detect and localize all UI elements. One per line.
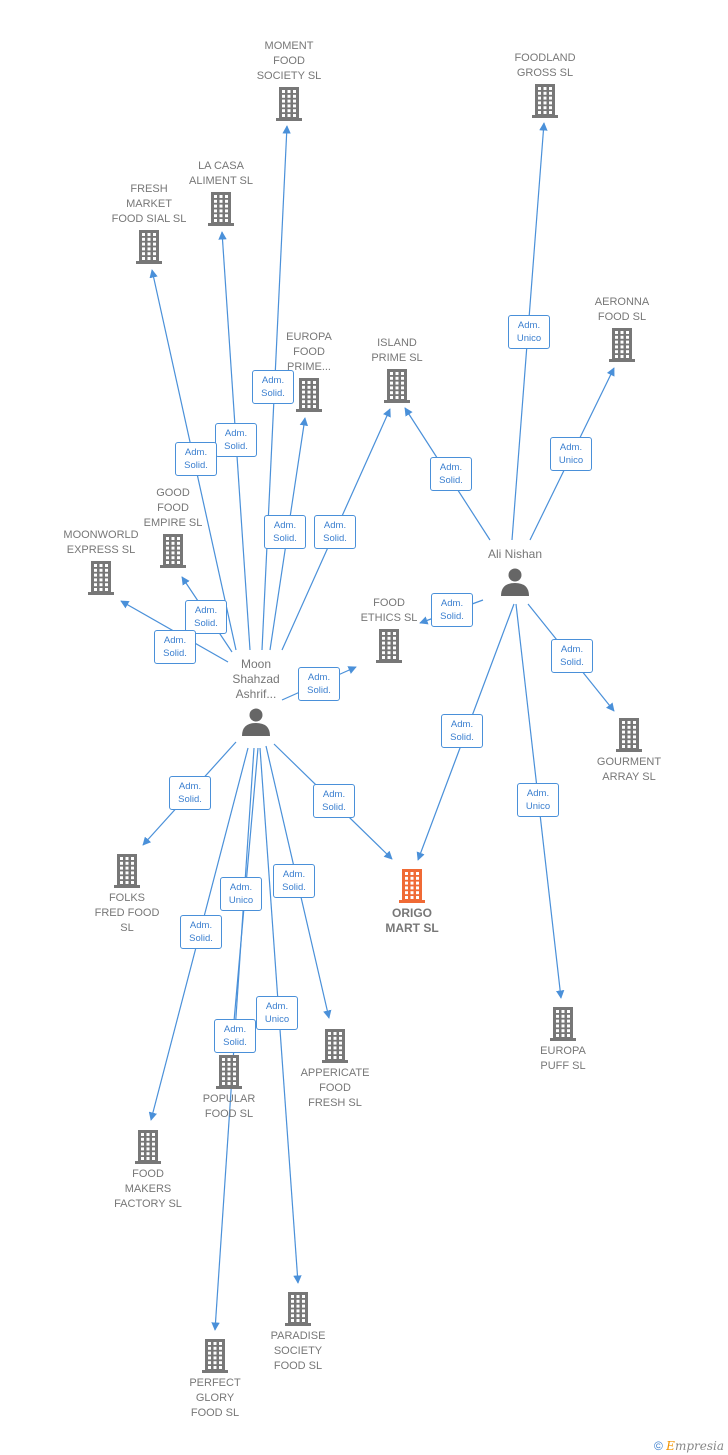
edge-label-moon-to-paradise: Adm. Unico: [256, 996, 298, 1030]
edge-label-moon-to-island: Adm. Solid.: [314, 515, 356, 549]
building-icon-europapuff: [550, 1007, 576, 1041]
footer-brand: © Empresia: [654, 1439, 724, 1453]
edge-label-moon-to-fresh: Adm. Solid.: [175, 442, 217, 476]
edge-label-ali-to-europapuff: Adm. Unico: [517, 783, 559, 817]
building-icon-appericate: [322, 1029, 348, 1063]
brand-logo-initial: E: [666, 1439, 675, 1453]
node-label-foodmakers[interactable]: FOOD MAKERS FACTORY SL: [114, 1168, 182, 1210]
edges-layer: [120, 122, 615, 1331]
building-icon-gourment: [616, 718, 642, 752]
node-label-aeronna[interactable]: AERONNA FOOD SL: [594, 296, 650, 323]
node-label-europapuff[interactable]: EUROPA PUFF SL: [540, 1045, 586, 1072]
building-icon-popular: [216, 1055, 242, 1089]
edge-label-ali-to-island: Adm. Solid.: [430, 457, 472, 491]
node-label-origo[interactable]: ORIGO MART SL: [385, 906, 439, 935]
building-icon-island: [384, 369, 410, 403]
building-icon-moonworld: [88, 561, 114, 595]
node-label-lacasa[interactable]: LA CASA ALIMENT SL: [189, 160, 253, 187]
node-label-folks[interactable]: FOLKS FRED FOOD SL: [94, 892, 160, 934]
building-icon-perfect: [202, 1339, 228, 1373]
building-icon-origo: [399, 869, 425, 903]
edge-label-ali-to-gourment: Adm. Solid.: [551, 639, 593, 673]
node-label-paradise[interactable]: PARADISE SOCIETY FOOD SL: [270, 1330, 326, 1372]
copyright-symbol: ©: [653, 1439, 663, 1453]
building-icon-fresh: [136, 230, 162, 264]
edge-label-moon-to-appericate: Adm. Solid.: [273, 864, 315, 898]
building-icon-foodland: [532, 84, 558, 118]
person-icon-moon: [242, 708, 270, 736]
edge-label-ali-to-origo: Adm. Solid.: [441, 714, 483, 748]
edge-label-ali-to-aeronna: Adm. Unico: [550, 437, 592, 471]
person-icon-ali: [501, 568, 529, 596]
building-icon-moment: [276, 87, 302, 121]
edge-label-moon-to-europafp: Adm. Solid.: [264, 515, 306, 549]
building-icon-paradise: [285, 1292, 311, 1326]
building-icon-europafp: [296, 378, 322, 412]
edge-label-moon-to-popular: Adm. Unico: [220, 877, 262, 911]
edge-label-moon-to-origo: Adm. Solid.: [313, 784, 355, 818]
building-icon-goodfood: [160, 534, 186, 568]
edge-label-moon-to-moonworld: Adm. Solid.: [154, 630, 196, 664]
edge-label-ali-to-foodethics: Adm. Solid.: [431, 593, 473, 627]
node-label-fresh[interactable]: FRESH MARKET FOOD SIAL SL: [111, 183, 187, 225]
node-label-perfect[interactable]: PERFECT GLORY FOOD SL: [189, 1377, 241, 1419]
node-label-foodethics[interactable]: FOOD ETHICS SL: [360, 597, 418, 624]
node-label-appericate[interactable]: APPERICATE FOOD FRESH SL: [300, 1067, 370, 1109]
node-label-popular[interactable]: POPULAR FOOD SL: [202, 1093, 256, 1120]
edge-label-moon-to-perfect: Adm. Solid.: [214, 1019, 256, 1053]
edge-label-moon-to-folks: Adm. Solid.: [169, 776, 211, 810]
node-label-island[interactable]: ISLAND PRIME SL: [371, 337, 423, 364]
node-label-goodfood[interactable]: GOOD FOOD EMPIRE SL: [143, 487, 203, 529]
node-label-moonworld[interactable]: MOONWORLD EXPRESS SL: [63, 529, 139, 556]
building-icon-foodethics: [376, 629, 402, 663]
edge-label-moon-to-moment: Adm. Solid.: [252, 370, 294, 404]
node-label-ali[interactable]: Ali Nishan: [487, 547, 543, 561]
building-icon-folks: [114, 854, 140, 888]
node-label-europafp[interactable]: EUROPA FOOD PRIME...: [286, 331, 332, 373]
edge-label-moon-to-goodfood: Adm. Solid.: [185, 600, 227, 634]
node-label-foodland[interactable]: FOODLAND GROSS SL: [514, 52, 576, 79]
node-label-moment[interactable]: MOMENT FOOD SOCIETY SL: [256, 40, 322, 82]
node-label-moon[interactable]: Moon Shahzad Ashrif...: [232, 657, 280, 701]
building-icon-lacasa: [208, 192, 234, 226]
node-label-gourment[interactable]: GOURMENT ARRAY SL: [596, 756, 662, 783]
edge-label-moon-to-lacasa: Adm. Solid.: [215, 423, 257, 457]
edge-label-moon-to-foodethics: Adm. Solid.: [298, 667, 340, 701]
building-icon-foodmakers: [135, 1130, 161, 1164]
edge-label-ali-to-foodland: Adm. Unico: [508, 315, 550, 349]
edge-label-moon-to-foodmakers: Adm. Solid.: [180, 915, 222, 949]
building-icon-aeronna: [609, 328, 635, 362]
brand-logo-text: mpresia: [674, 1439, 724, 1453]
